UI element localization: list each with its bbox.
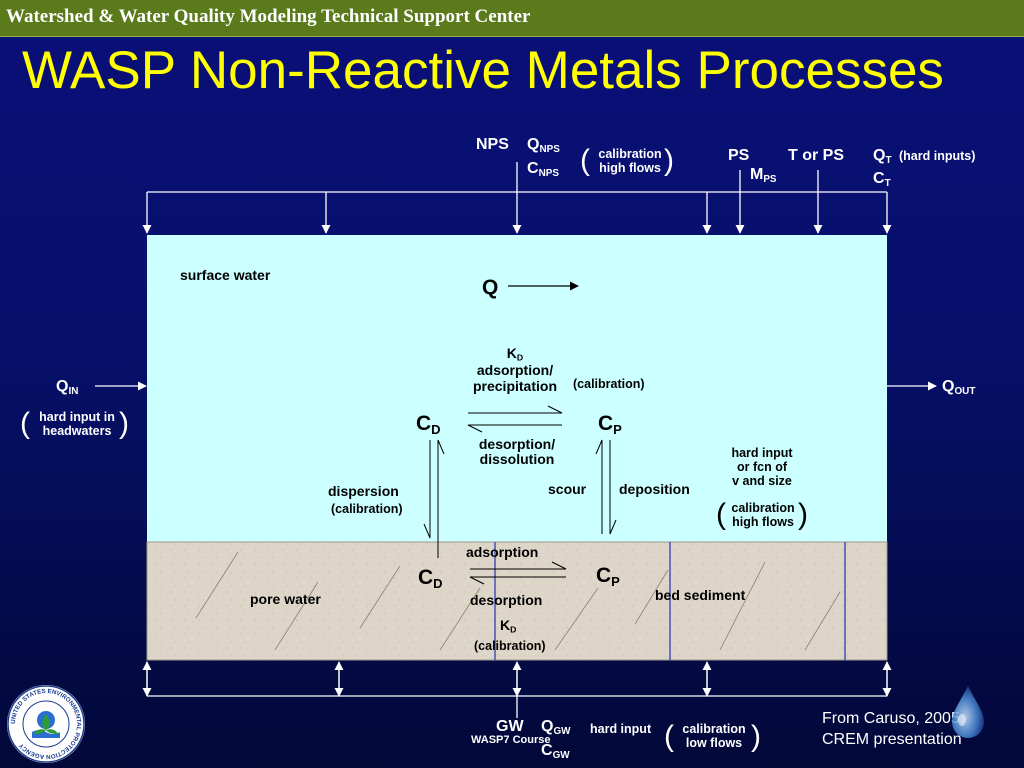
desorption-sediment-label: desorption (470, 592, 543, 608)
open-paren-nps: ( (580, 144, 590, 177)
scour-label: scour (548, 481, 587, 497)
surface-water-label: surface water (180, 267, 271, 283)
hard-inputs-note: (hard inputs) (899, 149, 976, 163)
water-drop-icon (952, 686, 984, 738)
q-t-label: QT (873, 147, 892, 166)
open-paren-qin: ( (20, 407, 30, 440)
close-paren-qin: ) (119, 407, 129, 440)
epa-seal-logo: UNITED STATES ENVIRONMENTAL PROTECTION A… (7, 685, 85, 763)
nps-label: NPS (476, 136, 509, 153)
m-ps-label: MPS (750, 166, 777, 185)
kd-surface-block: KD adsorption/ precipitation (472, 345, 557, 394)
slide-title: WASP Non-Reactive Metals Processes (22, 41, 944, 100)
q-nps-label: QNPS (527, 136, 560, 155)
bed-sediment-label: bed sediment (655, 587, 746, 603)
credit-text: From Caruso, 2005. CREM presentation (822, 710, 965, 748)
pore-water-label: pore water (250, 591, 321, 607)
desorption-surface-block: desorption/ dissolution (478, 436, 556, 468)
wasp7-course-label: WASP7 Course (471, 734, 551, 746)
q-out-label: QOUT (942, 378, 976, 397)
close-paren-nps: ) (664, 144, 674, 177)
open-paren-gw: ( (664, 720, 674, 753)
q-gw-label: QGW (541, 718, 571, 737)
header-bar: Watershed & Water Quality Modeling Techn… (0, 0, 1024, 37)
cp-sediment-label: CP (596, 564, 620, 589)
dispersion-calibration-note: (calibration) (331, 502, 403, 516)
gw-hard-input-note: hard input (590, 722, 652, 736)
gw-label: GW (496, 718, 524, 735)
t-or-ps-label: T or PS (788, 147, 845, 164)
kd-sediment-calibration-note: (calibration) (474, 639, 546, 653)
open-paren-settling: ( (716, 498, 726, 531)
cd-sediment-label: CD (418, 566, 443, 591)
close-paren-gw: ) (751, 720, 761, 753)
kd-sediment-label: KD (500, 617, 517, 635)
c-t-label: CT (873, 170, 891, 189)
flow-q-label: Q (482, 276, 499, 299)
q-in-label: QIN (56, 378, 79, 397)
adsorption-sediment-label: adsorption (466, 544, 539, 560)
cd-surface-label: CD (416, 412, 441, 437)
c-nps-label: CNPS (527, 160, 559, 179)
ps-label: PS (728, 147, 750, 164)
dispersion-label: dispersion (328, 483, 399, 499)
sediment-box (146, 541, 888, 661)
kd-calibration-note: (calibration) (573, 377, 645, 391)
cp-surface-label: CP (598, 412, 622, 437)
close-paren-settling: ) (798, 498, 808, 531)
header-org-name: Watershed & Water Quality Modeling Techn… (6, 6, 531, 27)
settling-note: hard input or fcn of v and size (731, 446, 793, 488)
c-gw-label: CGW (541, 742, 570, 761)
deposition-label: deposition (619, 481, 690, 497)
